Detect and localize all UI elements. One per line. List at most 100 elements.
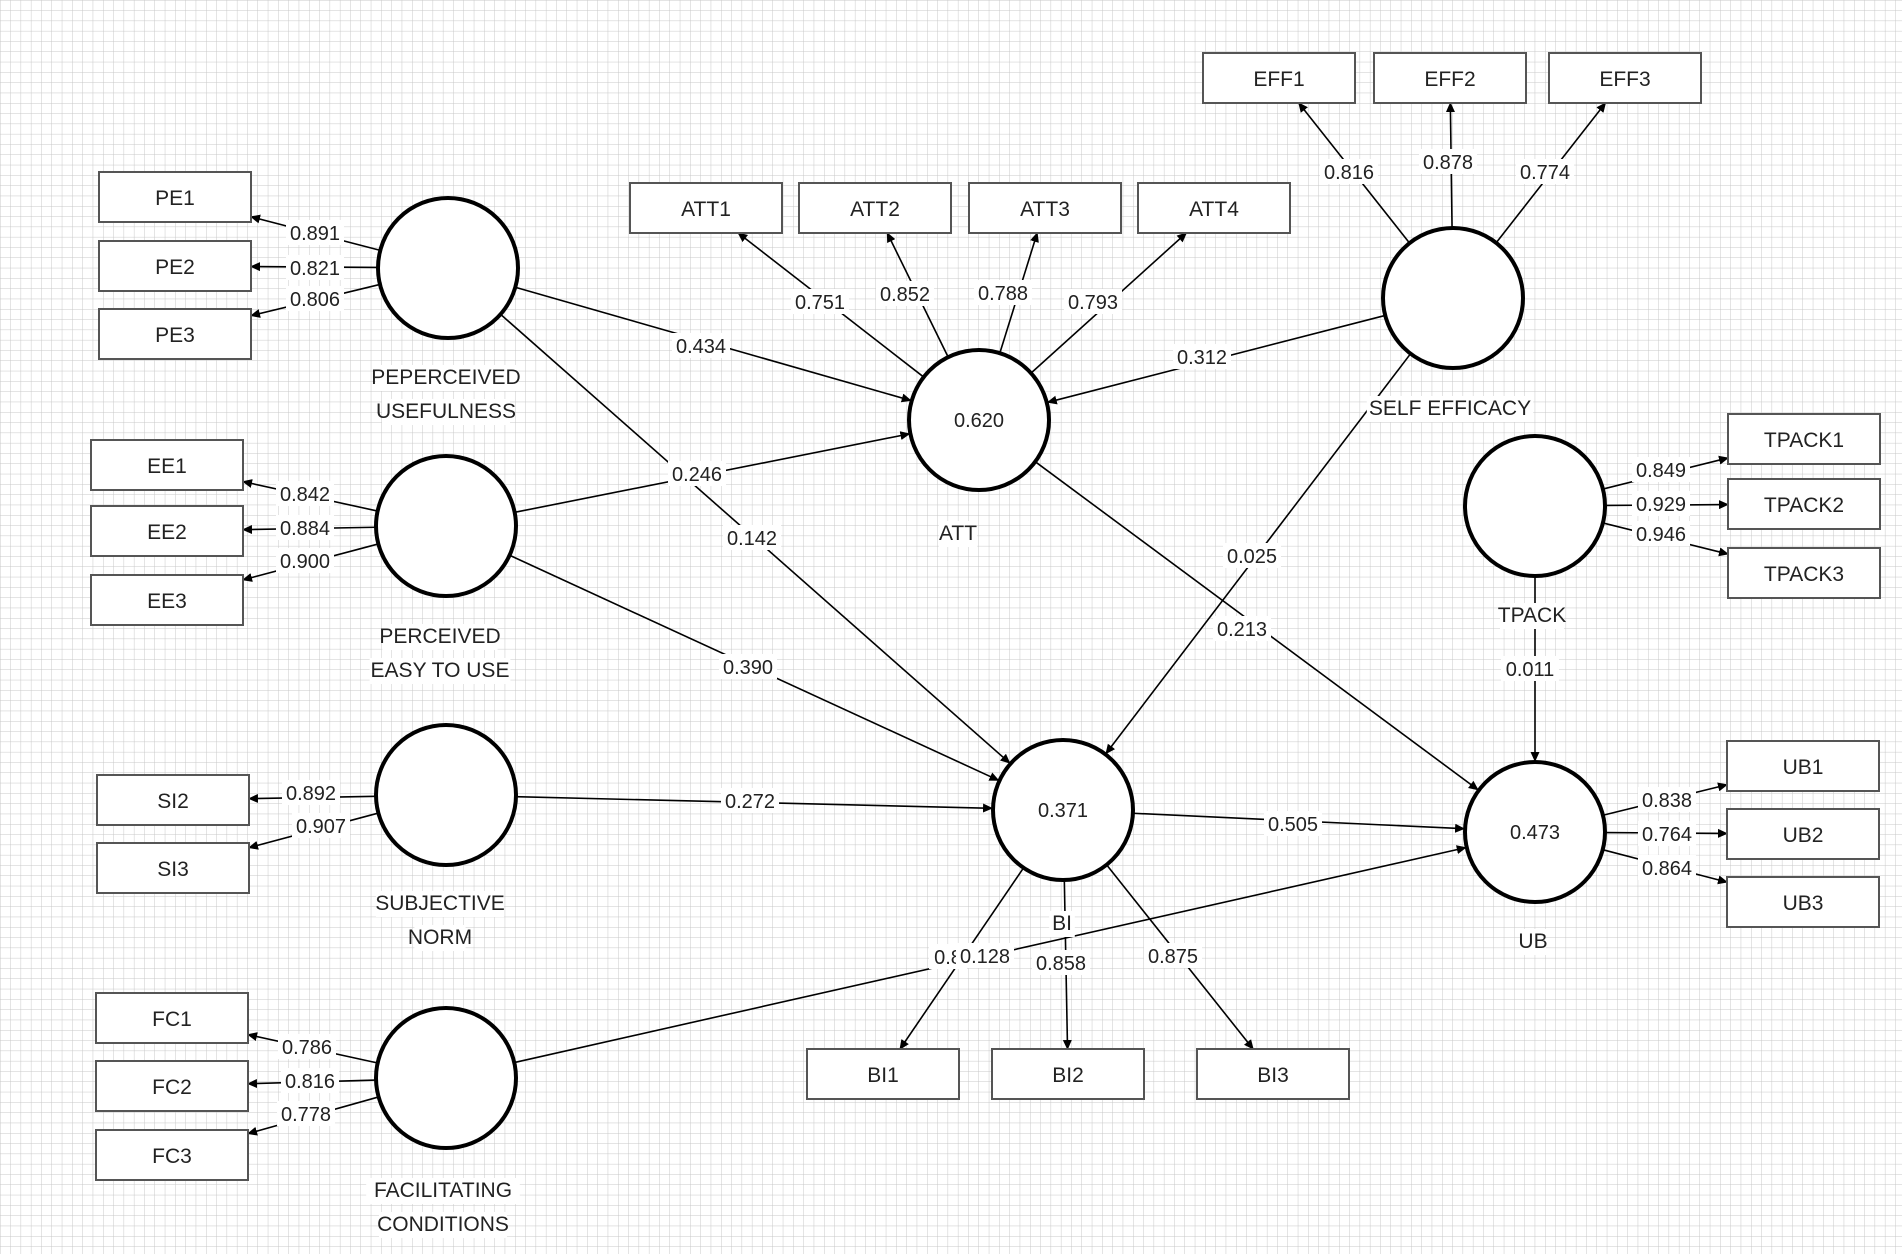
indicator-eff1[interactable]: EFF1 xyxy=(1202,52,1356,104)
coefficient-value: 0.884 xyxy=(280,518,330,540)
coefficient-value: 0.8 xyxy=(934,947,962,969)
caption-background xyxy=(938,521,978,547)
coefficient-value: 0.821 xyxy=(290,258,340,280)
coefficient-value: 0.213 xyxy=(1217,619,1267,641)
indicator-fc1[interactable]: FC1 xyxy=(95,992,249,1044)
label-background xyxy=(1632,457,1690,482)
indicator-ub2[interactable]: UB2 xyxy=(1726,808,1880,860)
indicator-att3[interactable]: ATT3 xyxy=(968,182,1122,234)
construct-se[interactable]: SELF EFFICACY xyxy=(1366,226,1534,422)
path-label-sn-bi: 0.272 xyxy=(721,788,779,813)
coefficient-value: 0.946 xyxy=(1636,524,1686,546)
indicator-tpack1[interactable]: TPACK1 xyxy=(1727,413,1881,465)
coefficient-value: 0.011 xyxy=(1506,659,1555,681)
indicator-box xyxy=(1727,413,1881,465)
indicator-ee3[interactable]: EE3 xyxy=(90,574,244,626)
indicator-label: UB3 xyxy=(1783,892,1824,915)
indicator-ee1[interactable]: EE1 xyxy=(90,439,244,491)
label-background xyxy=(723,525,781,550)
path-label-fc-ub: 0.128 xyxy=(956,943,1014,968)
label-background xyxy=(282,780,340,805)
path-label-se-att: 0.312 xyxy=(1173,344,1231,369)
coefficient-value: 0.793 xyxy=(1068,292,1118,314)
label-background xyxy=(672,333,730,358)
indicator-label: EFF1 xyxy=(1253,68,1304,91)
indicator-label: EFF3 xyxy=(1599,68,1650,91)
caption-background xyxy=(1520,929,1546,955)
construct-caption: FACILITATING xyxy=(374,1179,512,1202)
construct-circle xyxy=(991,738,1135,882)
label-background xyxy=(721,788,779,813)
indicator-box xyxy=(98,308,252,360)
label-background xyxy=(1032,950,1090,975)
loading-label-ub2: 0.764 xyxy=(1638,821,1696,846)
path-label-tpack-ub: 0.011 xyxy=(1501,656,1559,681)
construct-caption: EASY TO USE xyxy=(371,659,510,682)
indicator-fc2[interactable]: FC2 xyxy=(95,1060,249,1112)
caption-background xyxy=(376,891,504,917)
indicator-ub3[interactable]: UB3 xyxy=(1726,876,1880,928)
construct-caption: USEFULNESS xyxy=(376,400,516,423)
indicator-ub1[interactable]: UB1 xyxy=(1726,740,1880,792)
indicator-tpack2[interactable]: TPACK2 xyxy=(1727,478,1881,530)
indicator-bi2[interactable]: BI2 xyxy=(991,1048,1145,1100)
construct-caption: ATT xyxy=(939,522,977,545)
indicator-att2[interactable]: ATT2 xyxy=(798,182,952,234)
indicator-pe2[interactable]: PE2 xyxy=(98,240,252,292)
indicator-si2[interactable]: SI2 xyxy=(96,774,250,826)
coefficient-value: 0.774 xyxy=(1520,162,1570,184)
indicator-att1[interactable]: ATT1 xyxy=(629,182,783,234)
indicator-bi1[interactable]: BI1 xyxy=(806,1048,960,1100)
construct-tpack[interactable]: TPACK xyxy=(1463,434,1607,629)
label-background xyxy=(1419,149,1477,174)
label-background xyxy=(1501,656,1559,681)
indicator-box xyxy=(90,439,244,491)
loading-label-eff3: 0.774 xyxy=(1516,159,1574,184)
indicator-label: FC2 xyxy=(152,1076,192,1099)
label-background xyxy=(286,220,344,245)
indicator-fc3[interactable]: FC3 xyxy=(95,1129,249,1181)
indicator-label: TPACK1 xyxy=(1764,429,1844,452)
coefficient-value: 0.778 xyxy=(281,1104,331,1126)
indicator-si3[interactable]: SI3 xyxy=(96,842,250,894)
indicator-label: SI3 xyxy=(157,858,189,881)
caption-background xyxy=(369,658,511,684)
construct-caption: UB xyxy=(1518,930,1547,953)
coefficient-value: 0.142 xyxy=(727,528,777,550)
coefficient-value: 0.788 xyxy=(978,283,1028,305)
indicator-pe1[interactable]: PE1 xyxy=(98,171,252,223)
loading-label-att4: 0.793 xyxy=(1064,289,1122,314)
indicator-label: EE1 xyxy=(147,455,187,478)
loading-label-att1: 0.751 xyxy=(791,289,849,314)
construct-circle xyxy=(374,723,518,867)
indicator-bi3[interactable]: BI3 xyxy=(1196,1048,1350,1100)
construct-caption: NORM xyxy=(408,926,472,949)
coefficient-value: 0.505 xyxy=(1268,814,1318,836)
indicator-ee2[interactable]: EE2 xyxy=(90,505,244,557)
indicator-eff3[interactable]: EFF3 xyxy=(1548,52,1702,104)
loading-label-fc2: 0.816 xyxy=(281,1068,339,1093)
loading-label-eff1: 0.816 xyxy=(1320,159,1378,184)
construct-caption: SELF EFFICACY xyxy=(1369,397,1531,420)
loading-label-ee2: 0.884 xyxy=(276,515,334,540)
indicator-pe3[interactable]: PE3 xyxy=(98,308,252,360)
label-background xyxy=(1638,821,1696,846)
indicator-eff2[interactable]: EFF2 xyxy=(1373,52,1527,104)
r-squared-value: 0.371 xyxy=(1038,800,1088,822)
coefficient-value: 0.246 xyxy=(672,464,722,486)
coefficient-value: 0.875 xyxy=(1148,946,1198,968)
indicator-label: FC1 xyxy=(152,1008,192,1031)
indicator-tpack3[interactable]: TPACK3 xyxy=(1727,547,1881,599)
indicator-box xyxy=(96,774,250,826)
label-background xyxy=(1213,616,1271,641)
indicator-att4[interactable]: ATT4 xyxy=(1137,182,1291,234)
path-label-peou-bi: 0.390 xyxy=(719,654,777,679)
